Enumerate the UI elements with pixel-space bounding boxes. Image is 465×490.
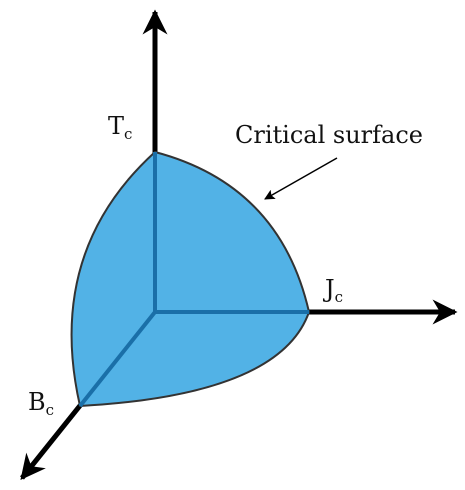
annotation-pointer-arrow (264, 157, 338, 200)
temperature-axis-subscript: c (124, 125, 132, 143)
annotation-label: Critical surface (235, 121, 423, 149)
field-axis-label: Bc (28, 388, 54, 419)
current-axis-subscript: c (335, 288, 343, 306)
field-axis-symbol: B (28, 388, 46, 416)
current-axis-symbol: J (322, 275, 335, 303)
surface-edge-diagonal (78, 310, 157, 408)
field-axis-subscript: c (46, 401, 54, 419)
current-axis-label: Jc (322, 275, 343, 306)
critical-surface (70, 151, 310, 407)
temperature-axis-symbol: T (108, 112, 124, 140)
temperature-axis-label: Tc (108, 112, 132, 143)
